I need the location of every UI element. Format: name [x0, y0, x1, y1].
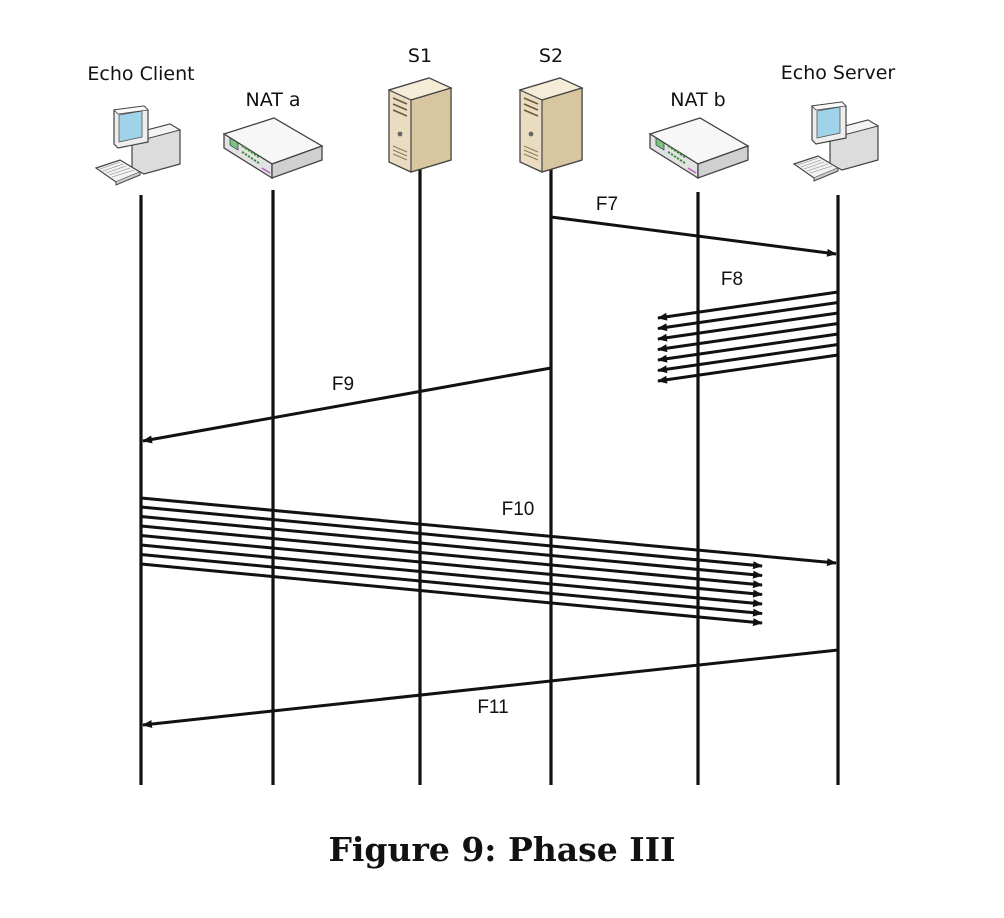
message-arrow-f8	[657, 332, 839, 363]
message-arrow-f8	[657, 322, 839, 353]
router-icon	[649, 117, 749, 179]
node-label-echo-server: Echo Server	[781, 62, 896, 84]
message-label-f10: F10	[502, 499, 535, 520]
message-label-f11: F11	[477, 697, 508, 718]
desktop-computer-icon	[793, 101, 879, 182]
server-tower-icon	[519, 77, 583, 173]
node-label-nat-b: NAT b	[670, 89, 725, 111]
node-label-s2: S2	[539, 45, 563, 67]
message-label-f7: F7	[596, 194, 618, 215]
node-label-echo-client: Echo Client	[87, 63, 194, 85]
node-label-nat-a: NAT a	[245, 89, 300, 111]
message-arrow-f9	[142, 366, 552, 444]
message-arrow-f8	[657, 290, 839, 321]
message-arrow-f7	[550, 215, 837, 257]
message-arrow-f10-burst	[140, 534, 763, 598]
message-label-f9: F9	[332, 374, 354, 395]
figure-caption: Figure 9: Phase III	[328, 830, 676, 869]
message-arrow-f10-burst	[140, 543, 763, 608]
node-label-s1: S1	[408, 45, 432, 67]
message-arrow-f8	[657, 301, 839, 332]
message-arrow-f8	[657, 311, 839, 342]
message-arrow-f10-burst	[140, 553, 763, 617]
desktop-computer-icon	[95, 105, 181, 186]
message-label-f8: F8	[721, 269, 743, 290]
message-arrow-f11	[142, 648, 839, 729]
message-arrow-f10	[140, 496, 837, 567]
server-tower-icon	[388, 77, 452, 173]
message-arrow-f10-burst	[140, 505, 763, 570]
message-arrow-f8	[657, 343, 839, 374]
router-icon	[223, 117, 323, 179]
message-arrow-f10-burst	[140, 515, 763, 579]
message-arrow-f10-burst	[140, 562, 763, 627]
message-arrow-f8	[657, 353, 839, 384]
message-arrow-f10-burst	[140, 524, 763, 589]
